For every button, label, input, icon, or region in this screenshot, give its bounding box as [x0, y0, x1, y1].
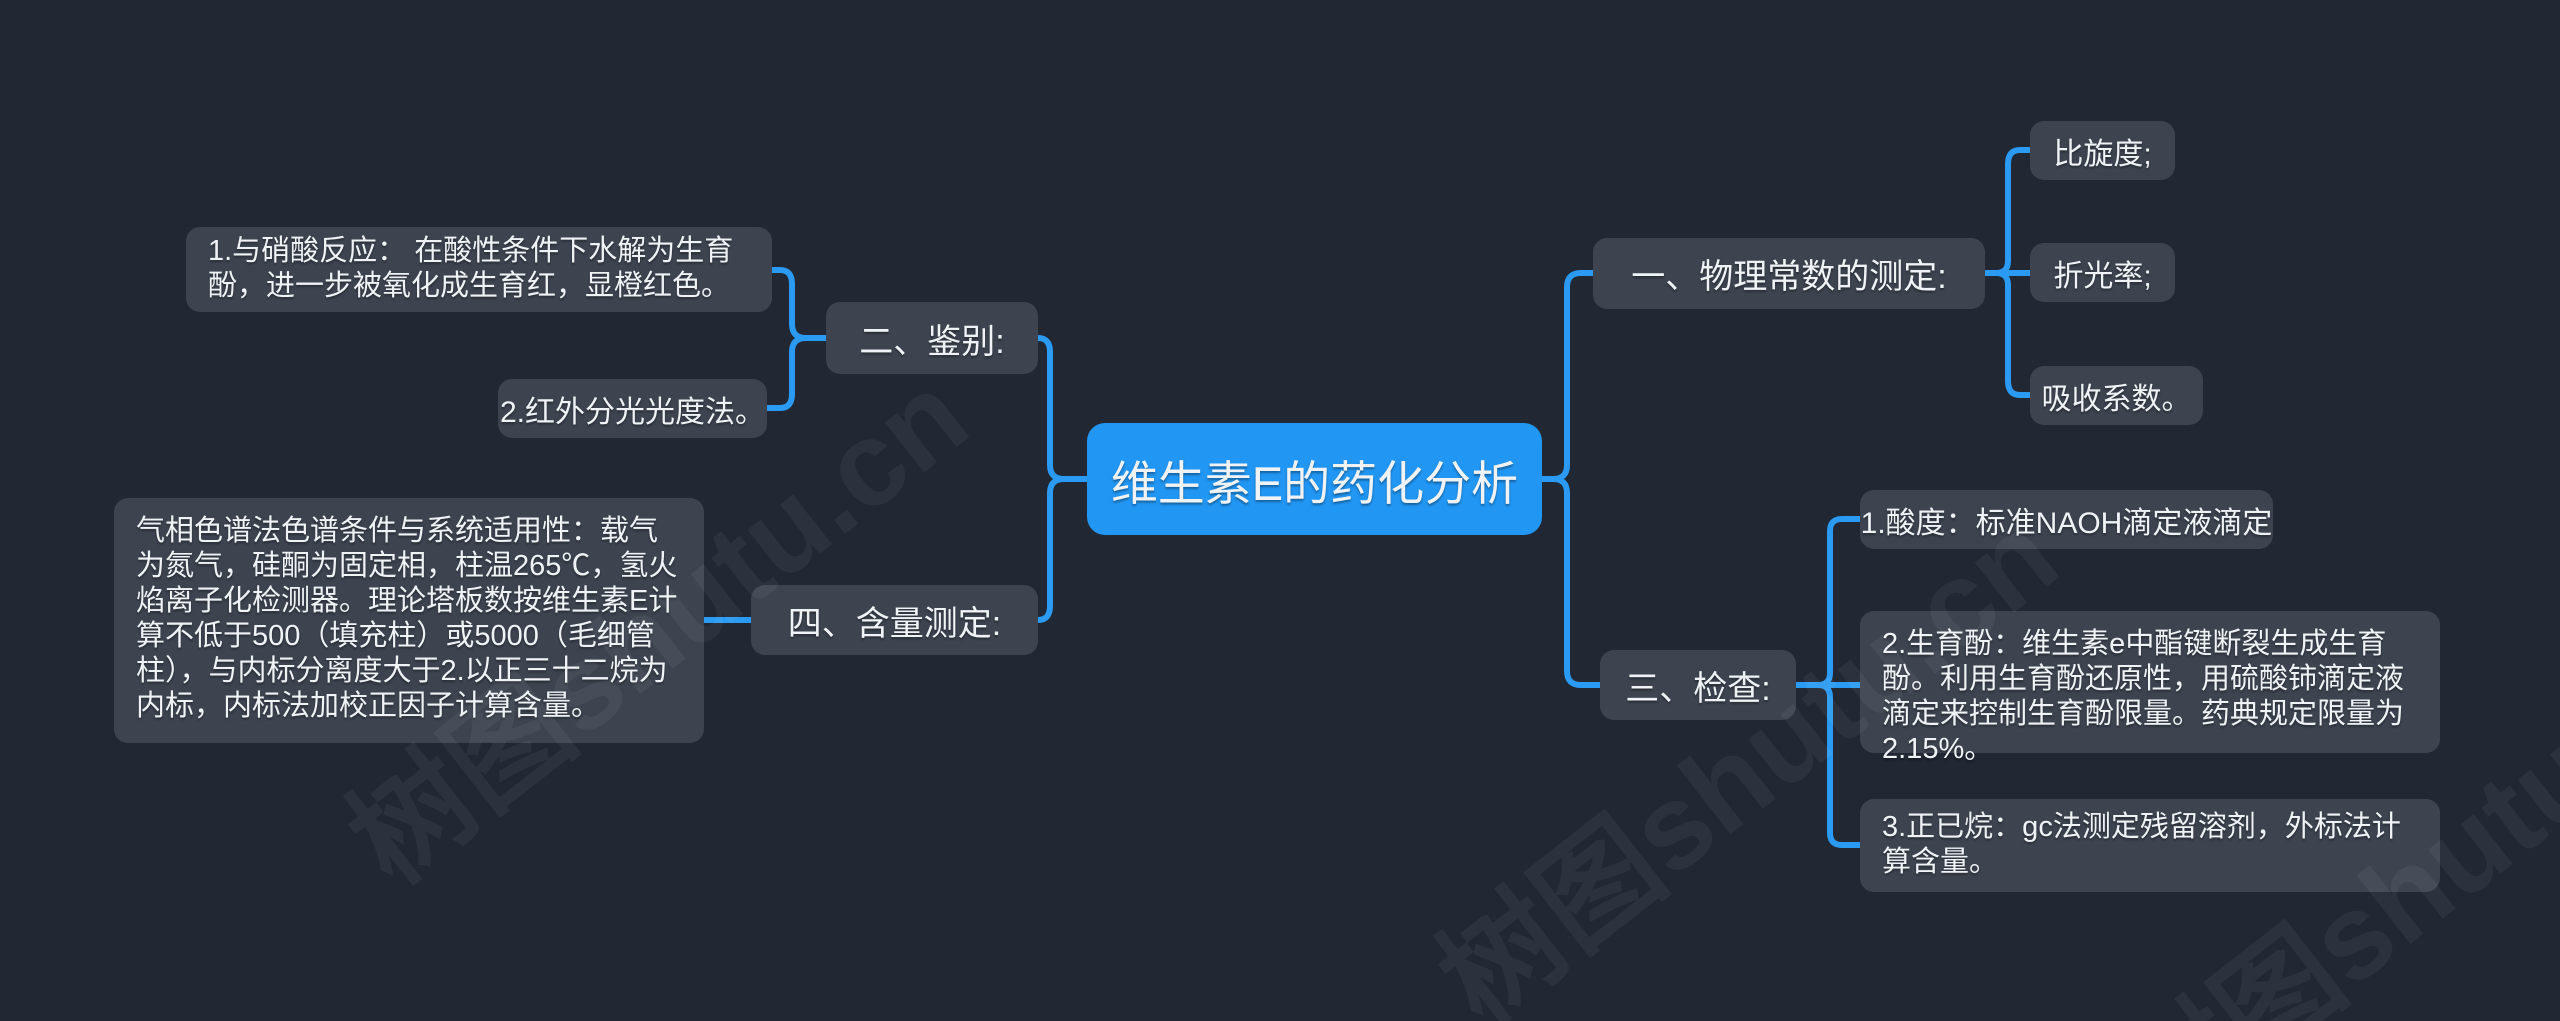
edge-physical-to-absorption [1985, 270, 2030, 398]
leaf-node-acidity[interactable]: 1.酸度：标准NAOH滴定液滴定 [1860, 490, 2273, 549]
edge-inspection-to-acidity [1796, 516, 1860, 688]
edge-identification-to-nitric-acid [772, 267, 826, 341]
branch-node-identification[interactable]: 二、鉴别: [826, 302, 1038, 374]
branch-node-inspection[interactable]: 三、检查: [1600, 650, 1796, 720]
edge-root-to-assay [1037, 476, 1087, 623]
leaf-node-tocopherol[interactable]: 2.生育酚：维生素e中酯键断裂生成生育酚。利用生育酚还原性，用硫酸铈滴定液滴定来… [1860, 611, 2440, 765]
edge-identification-to-ir [767, 335, 826, 411]
leaf-node-gc-method[interactable]: 气相色谱法色谱条件与系统适用性：载气为氮气，硅酮为固定相，柱温265℃，氢火焰离… [114, 498, 704, 743]
leaf-node-refractive-index[interactable]: 折光率; [2030, 243, 2175, 302]
edge-root-to-inspection [1542, 476, 1600, 688]
edge-root-to-identification [1037, 335, 1087, 482]
branch-node-assay[interactable]: 四、含量测定: [751, 585, 1038, 655]
edge-inspection-to-n-hexane [1796, 682, 1860, 848]
branch-node-physical-constants[interactable]: 一、物理常数的测定: [1593, 238, 1985, 309]
edge-physical-to-specific-rotation [1985, 147, 2030, 276]
leaf-node-n-hexane[interactable]: 3.正已烷：gc法测定残留溶剂，外标法计算含量。 [1860, 799, 2440, 892]
edge-root-to-physical-constants [1542, 270, 1593, 482]
leaf-node-ir-spectrophotometry[interactable]: 2.红外分光光度法。 [498, 379, 767, 438]
leaf-node-specific-rotation[interactable]: 比旋度; [2030, 121, 2175, 180]
leaf-node-absorption-coefficient[interactable]: 吸收系数。 [2030, 366, 2203, 425]
leaf-node-nitric-acid-reaction[interactable]: 1.与硝酸反应： 在酸性条件下水解为生育酚，进一步被氧化成生育红，显橙红色。 [186, 227, 772, 312]
root-node[interactable]: 维生素E的药化分析 [1087, 423, 1542, 535]
